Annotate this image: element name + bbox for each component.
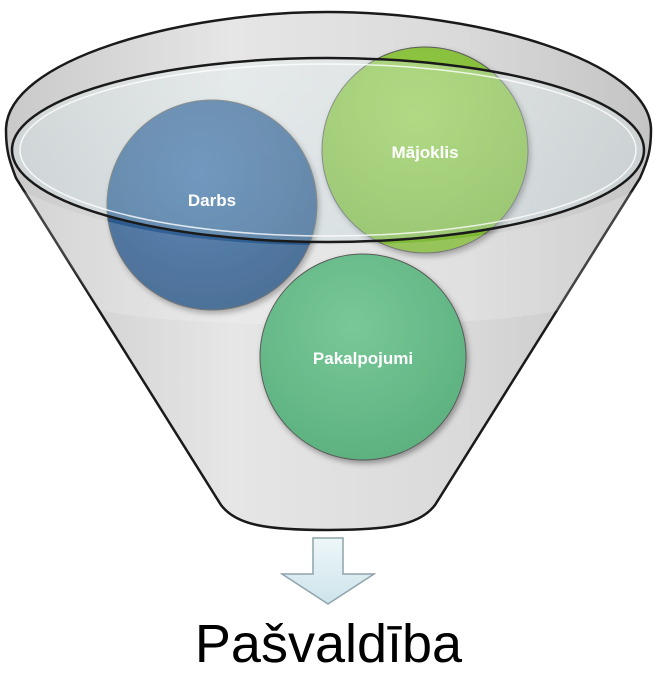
funnel-output-label: Pašvaldība [194,614,463,674]
bubble-label-pakalpojumi: Pakalpojumi [313,349,413,368]
bubble-label-majoklis: Mājoklis [391,143,458,162]
bubble-pakalpojumi [259,253,467,461]
funnel-glass-overlay [20,190,636,325]
funnel-rim-inner [19,63,637,237]
funnel-rim [10,56,646,244]
bubble-label-darbs: Darbs [188,191,236,210]
down-arrow-icon [279,537,377,605]
